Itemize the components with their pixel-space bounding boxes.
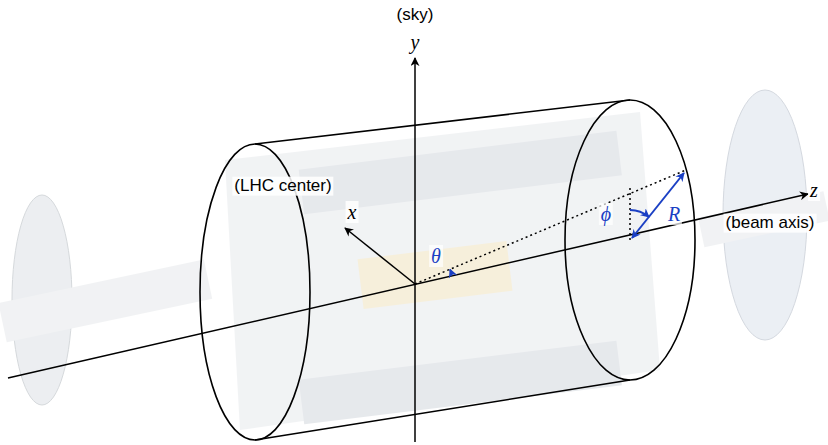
axis-label: z (808, 179, 820, 201)
radius-label: R (666, 203, 682, 225)
theta-arc (450, 269, 452, 275)
cylinder-outline (200, 100, 695, 440)
axes (8, 58, 808, 442)
direction-note: (LHC center) (232, 177, 333, 196)
direction-note: (sky) (395, 6, 436, 25)
axis-label: y (409, 31, 422, 53)
angle-label: θ (429, 245, 443, 267)
phi-arc (630, 210, 649, 217)
direction-note: (beam axis) (724, 214, 817, 233)
construction-lines (415, 170, 686, 284)
radius-arrow (632, 173, 684, 238)
axis-label: x (346, 201, 359, 223)
angle-label: ϕ (599, 203, 613, 225)
detector-picture (0, 90, 828, 430)
